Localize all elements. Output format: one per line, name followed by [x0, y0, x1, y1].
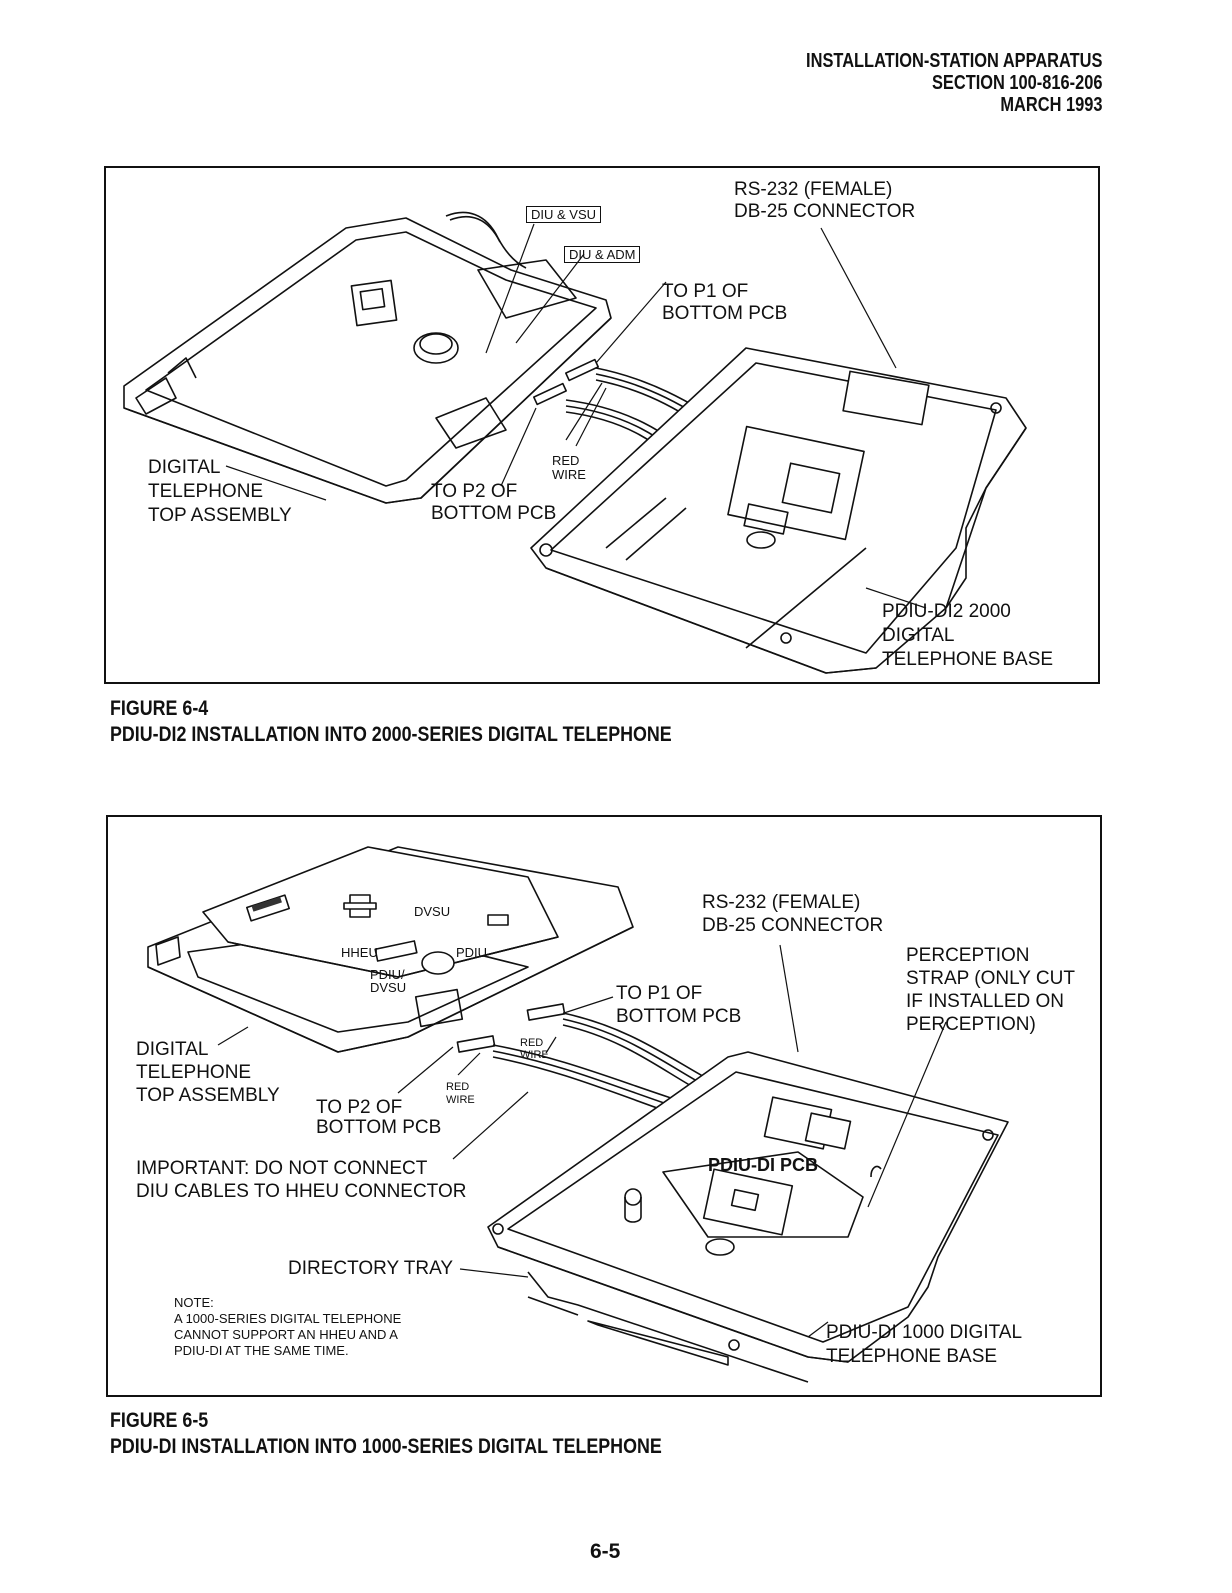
label-base-2: TELEPHONE BASE — [826, 1346, 998, 1367]
label-perception-3: IF INSTALLED ON — [906, 991, 1065, 1012]
label-red-wire-b-1: RED — [446, 1081, 470, 1093]
label-top-assembly-2: TELEPHONE — [136, 1062, 252, 1083]
label-top-assembly-3: TOP ASSEMBLY — [136, 1085, 280, 1106]
label-top-assembly-2: TELEPHONE — [148, 481, 264, 502]
page-number: 6-5 — [590, 1540, 621, 1563]
note-line-4: PDIU-DI AT THE SAME TIME. — [174, 1343, 349, 1358]
label-p1-1: TO P1 OF — [616, 983, 703, 1004]
note-line-2: A 1000-SERIES DIGITAL TELEPHONE — [174, 1311, 402, 1326]
label-base-1: PDIU-DI2 2000 — [882, 601, 1011, 622]
label-p2-1: TO P2 OF — [431, 481, 518, 502]
figure-6-5-caption: FIGURE 6-5 PDIU-DI INSTALLATION INTO 100… — [110, 1408, 662, 1460]
label-important-1: IMPORTANT: DO NOT CONNECT — [136, 1158, 428, 1179]
label-base-1: PDIU-DI 1000 DIGITAL — [826, 1322, 1023, 1343]
label-rs232-1: RS-232 (FEMALE) — [734, 179, 893, 200]
label-p2-2: BOTTOM PCB — [431, 503, 557, 524]
label-perception-4: PERCEPTION) — [906, 1014, 1036, 1035]
label-red-wire-1: RED — [552, 453, 580, 468]
label-dvsu: DVSU — [414, 904, 451, 919]
label-red-wire-a-2: WIRE — [520, 1049, 549, 1061]
label-rs232-2: DB-25 CONNECTOR — [702, 915, 884, 936]
label-red-wire-a-1: RED — [520, 1037, 544, 1049]
label-pdiu-dvsu-1: PDIU/ — [370, 967, 405, 982]
label-p1-2: BOTTOM PCB — [616, 1006, 742, 1027]
label-p1-2: BOTTOM PCB — [662, 303, 788, 324]
label-rs232-2: DB-25 CONNECTOR — [734, 201, 916, 222]
label-directory-tray: DIRECTORY TRAY — [288, 1258, 454, 1279]
label-perception-2: STRAP (ONLY CUT — [906, 968, 1075, 989]
label-pdiu-dvsu-2: DVSU — [370, 980, 407, 995]
label-rs232-1: RS-232 (FEMALE) — [702, 892, 861, 913]
figure-6-4-illustration — [123, 211, 1027, 674]
label-hheu: HHEU — [341, 945, 378, 960]
figure-6-4-title: PDIU-DI2 INSTALLATION INTO 2000-SERIES D… — [110, 723, 672, 746]
label-p2-2: BOTTOM PCB — [316, 1117, 442, 1138]
label-base-3: TELEPHONE BASE — [882, 649, 1054, 670]
figure-6-4-number: FIGURE 6-4 — [110, 697, 209, 720]
label-pdiu: PDIU — [456, 945, 488, 960]
label-important-2: DIU CABLES TO HHEU CONNECTOR — [136, 1181, 467, 1202]
label-diu-vsu: DIU & VSU — [526, 206, 602, 223]
note-line-1: NOTE: — [174, 1295, 214, 1310]
label-base-2: DIGITAL — [882, 625, 955, 646]
figure-6-5-illustration — [147, 846, 1009, 1383]
label-perception-1: PERCEPTION — [906, 945, 1030, 966]
label-p1-1: TO P1 OF — [662, 281, 749, 302]
label-diu-adm: DIU & ADM — [564, 246, 641, 263]
label-top-assembly-3: TOP ASSEMBLY — [148, 505, 292, 526]
figure-6-5-title: PDIU-DI INSTALLATION INTO 1000-SERIES DI… — [110, 1435, 662, 1458]
label-top-assembly-1: DIGITAL — [136, 1039, 209, 1060]
header-line-1: INSTALLATION-STATION APPARATUS — [805, 50, 1102, 72]
header-line-2: SECTION 100-816-206 — [931, 72, 1102, 94]
figure-6-5-frame: DVSU HHEU PDIU PDIU/ DVSU RS-232 (FEMALE… — [106, 815, 1102, 1397]
label-p2-1: TO P2 OF — [316, 1097, 403, 1118]
label-pdiu-di-pcb: PDIU-DI PCB — [708, 1155, 819, 1175]
label-red-wire-2: WIRE — [552, 467, 586, 482]
figure-6-4-frame: DIU & VSU DIU & ADM RS-232 (FEMALE) DB-2… — [104, 166, 1100, 684]
header-line-3: MARCH 1993 — [999, 94, 1102, 116]
figure-6-4-caption: FIGURE 6-4 PDIU-DI2 INSTALLATION INTO 20… — [110, 696, 672, 748]
page-header: INSTALLATION-STATION APPARATUS SECTION 1… — [806, 50, 1102, 116]
label-top-assembly-1: DIGITAL — [148, 457, 221, 478]
figure-6-5-number: FIGURE 6-5 — [110, 1409, 209, 1432]
note-line-3: CANNOT SUPPORT AN HHEU AND A — [174, 1327, 398, 1342]
label-red-wire-b-2: WIRE — [446, 1094, 475, 1106]
